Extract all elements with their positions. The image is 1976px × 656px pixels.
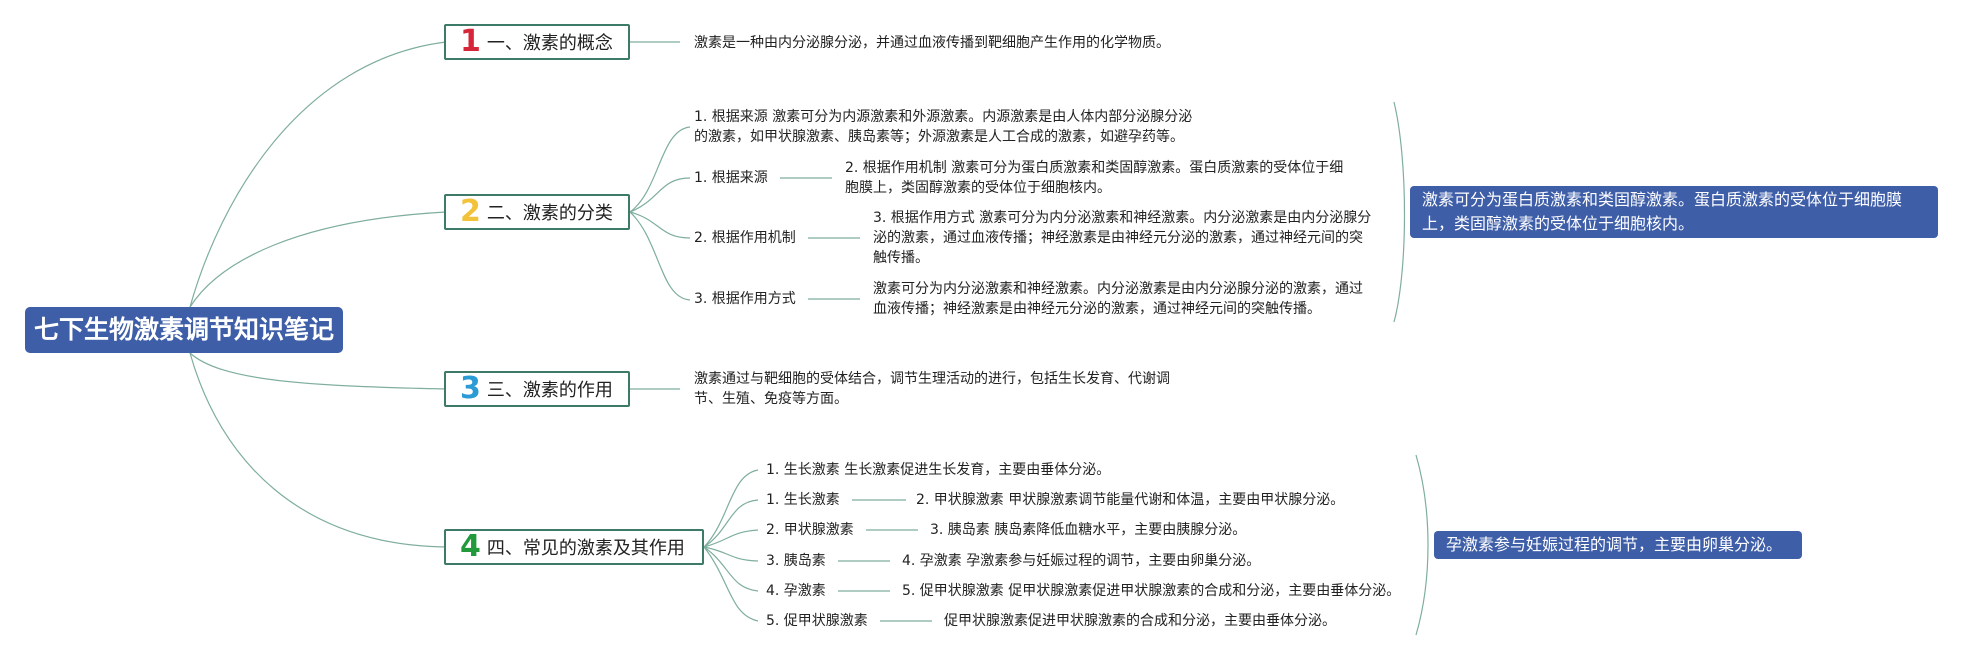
branch-number-1: 1 [460,24,481,59]
common-item-label[interactable]: 3. 胰岛素 [766,553,826,569]
connector-b4-item2 [703,529,759,548]
connector-b4-item1 [703,499,759,548]
classification-item-label[interactable]: 1. 根据来源 [694,170,768,186]
branch-label: 四、常见的激素及其作用 [486,538,685,559]
classification-item-detail[interactable]: 激素可分为内分泌激素和神经激素。内分泌激素是由内分泌腺分泌的激素，通过血液传播；… [873,281,1363,317]
bracket-b4 [1415,454,1429,636]
classification-top-note[interactable]: 1. 根据来源 激素可分为内源激素和外源激素。内源激素是由人体内部分泌腺分泌的激… [694,109,1193,145]
classification-item-detail[interactable]: 3. 根据作用方式 激素可分为内分泌激素和神经激素。内分泌激素是由内分泌腺分泌的… [873,210,1372,266]
connector-b4-note [703,469,759,548]
branch-classification[interactable]: 2 二、激素的分类 [444,194,630,230]
connector-b4-item5 [703,546,759,622]
branch-label: 二、激素的分类 [486,203,613,224]
connector-root-branch-3 [189,352,447,390]
branch-common-hormones[interactable]: 4 四、常见的激素及其作用 [444,529,704,565]
connector-root-branch-2 [189,211,447,308]
common-summary[interactable]: 孕激素参与妊娠过程的调节，主要由卵巢分泌。 [1434,531,1802,559]
branch-number-4: 4 [460,529,481,564]
common-item-detail[interactable]: 促甲状腺激素促进甲状腺激素的合成和分泌，主要由垂体分泌。 [944,613,1336,629]
common-item-label[interactable]: 5. 促甲状腺激素 [766,613,868,629]
common-item-label[interactable]: 4. 孕激素 [766,583,826,599]
classification-summary[interactable]: 激素可分为蛋白质激素和类固醇激素。蛋白质激素的受体位于细胞膜上，类固醇激素的受体… [1410,186,1938,238]
connector-b2-note [629,126,691,213]
classification-item-label[interactable]: 2. 根据作用机制 [694,230,796,246]
common-item-detail[interactable]: 2. 甲状腺激素 甲状腺激素调节能量代谢和体温，主要由甲状腺分泌。 [916,492,1345,508]
root-node[interactable]: 七下生物激素调节知识笔记 [25,307,343,353]
branch-label: 一、激素的概念 [486,33,613,54]
common-item-label[interactable]: 1. 生长激素 [766,492,840,508]
connector-b2-item2 [629,211,691,239]
common-top-note[interactable]: 1. 生长激素 生长激素促进生长发育，主要由垂体分泌。 [766,462,1111,478]
connector-b2-item1 [629,177,691,213]
connector-b4-item3 [703,546,759,562]
connector-b4-item4 [703,546,759,592]
branch-function[interactable]: 3 三、激素的作用 [444,371,630,407]
classification-item-label[interactable]: 3. 根据作用方式 [694,291,796,307]
branch-label: 三、激素的作用 [486,380,613,401]
connector-root-branch-1 [189,41,447,308]
branch-number-2: 2 [460,194,481,229]
connector-root-branch-4 [189,352,447,548]
bracket-b2 [1393,101,1406,323]
connector-b2-item3 [629,211,691,301]
classification-item-detail[interactable]: 2. 根据作用机制 激素可分为蛋白质激素和类固醇激素。蛋白质激素的受体位于细胞膜… [845,160,1344,196]
branch-number-3: 3 [460,371,481,406]
common-item-detail[interactable]: 3. 胰岛素 胰岛素降低血糖水平，主要由胰腺分泌。 [930,522,1247,538]
function-text[interactable]: 激素通过与靶细胞的受体结合，调节生理活动的进行，包括生长发育、代谢调节、生殖、免… [694,371,1170,407]
common-item-label[interactable]: 2. 甲状腺激素 [766,522,854,538]
common-item-detail[interactable]: 4. 孕激素 孕激素参与妊娠过程的调节，主要由卵巢分泌。 [902,553,1261,569]
concept-text[interactable]: 激素是一种由内分泌腺分泌，并通过血液传播到靶细胞产生作用的化学物质。 [694,35,1170,51]
branch-concept[interactable]: 1 一、激素的概念 [444,24,630,60]
common-item-detail[interactable]: 5. 促甲状腺激素 促甲状腺激素促进甲状腺激素的合成和分泌，主要由垂体分泌。 [902,583,1401,599]
